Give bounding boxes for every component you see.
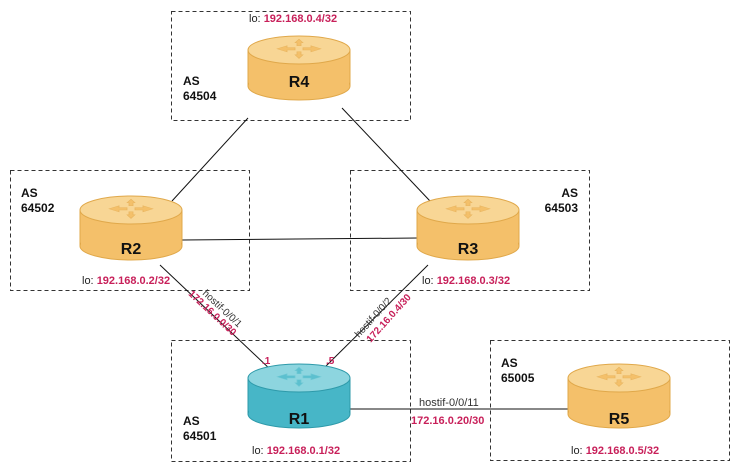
link-r2-r1 bbox=[159, 264, 273, 372]
router-r2[interactable] bbox=[79, 195, 183, 261]
router-r4-label: R4 bbox=[289, 74, 310, 91]
link-r3-r1 bbox=[321, 264, 429, 371]
loopback-r2: lo: 192.168.0.2/32 bbox=[82, 275, 170, 287]
loopback-r5: lo: 192.168.0.5/32 bbox=[571, 445, 659, 457]
as-box-64502 bbox=[10, 170, 250, 291]
router-r5[interactable] bbox=[567, 363, 671, 429]
as-box-65005 bbox=[490, 340, 730, 461]
as-box-64501 bbox=[171, 340, 411, 462]
link-r2-r1-endpoint: .1 bbox=[262, 356, 271, 367]
router-r1-label: R1 bbox=[289, 411, 310, 428]
loopback-r3: lo: 192.168.0.3/32 bbox=[422, 275, 510, 287]
link-r4-r2 bbox=[171, 117, 249, 202]
router-r2-label: R2 bbox=[121, 241, 142, 258]
link-label-r2-r1: hostif-0/0/1 172.16.0.0/30 bbox=[186, 288, 244, 339]
as-box-64504 bbox=[171, 11, 411, 121]
router-r4[interactable] bbox=[247, 35, 351, 101]
router-r3[interactable] bbox=[416, 195, 520, 261]
router-r1[interactable] bbox=[247, 363, 351, 429]
link-r3-r1-endpoint: .5 bbox=[326, 356, 335, 367]
link-r2-r3 bbox=[181, 237, 419, 241]
router-r3-label: R3 bbox=[458, 241, 479, 258]
link-r4-r3 bbox=[341, 107, 431, 202]
link-label-r3-r1: hostif-0/0/2 172.16.0.4/30 bbox=[353, 292, 414, 345]
link-r1-r5-subnet: 172.16.0.20/30 bbox=[411, 415, 484, 427]
loopback-r4: lo: 192.168.0.4/32 bbox=[249, 13, 337, 25]
as-box-64503 bbox=[350, 170, 590, 291]
link-r1-r5-interface: hostif-0/0/11 bbox=[419, 397, 479, 409]
router-r5-label: R5 bbox=[609, 411, 630, 428]
loopback-r1: lo: 192.168.0.1/32 bbox=[252, 445, 340, 457]
